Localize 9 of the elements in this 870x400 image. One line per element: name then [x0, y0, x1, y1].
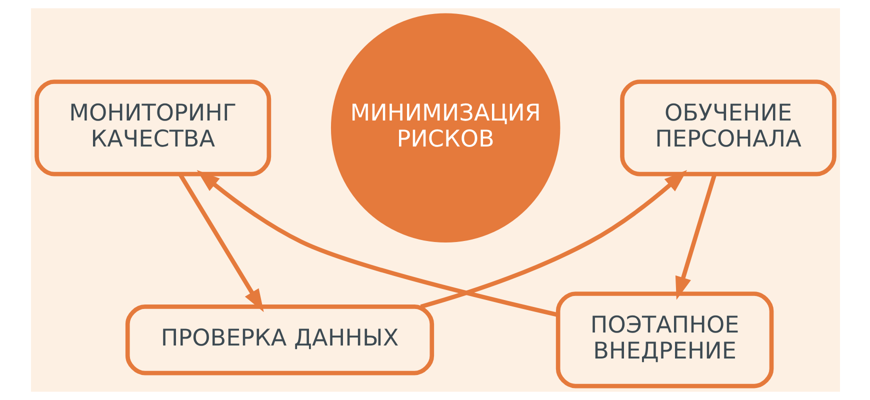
arrow	[178, 173, 264, 312]
arrow	[420, 170, 687, 309]
arrow	[196, 170, 558, 317]
node-box: ОБУЧЕНИЕ ПЕРСОНАЛА	[620, 80, 836, 176]
node-box: ПОЭТАПНОЕ ВНЕДРЕНИЕ	[555, 292, 774, 388]
arrow	[674, 174, 716, 300]
node-circle: МИНИМИЗАЦИЯ РИСКОВ	[330, 13, 560, 243]
node-box: МОНИТОРИНГ КАЧЕСТВА	[34, 80, 271, 176]
node-box: ПРОВЕРКА ДАННЫХ	[124, 304, 434, 376]
